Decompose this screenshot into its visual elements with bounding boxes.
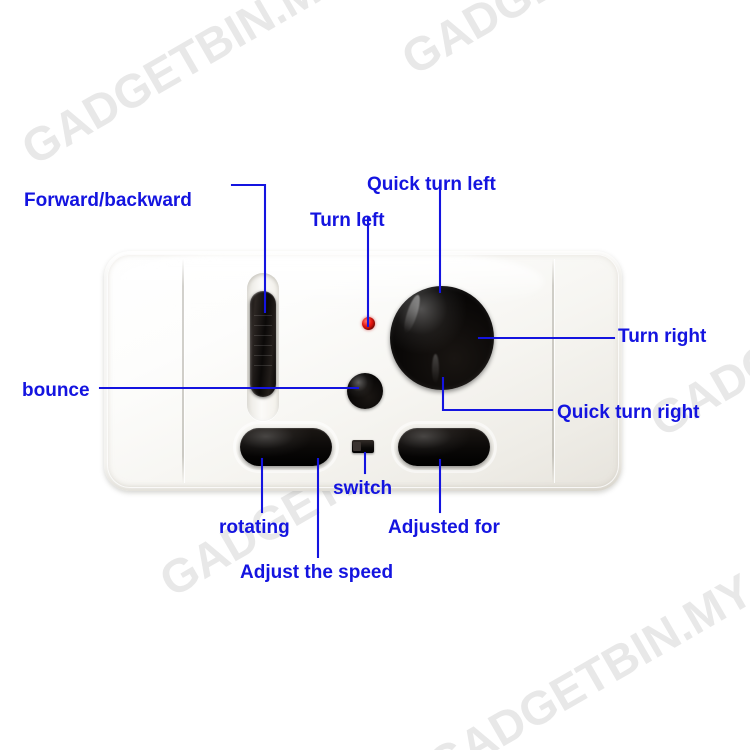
red-led-indicator	[362, 317, 375, 330]
label-quick-turn-left: Quick turn left	[367, 174, 496, 195]
label-switch: switch	[333, 478, 393, 499]
watermark-text: GADGETBIN.MY	[418, 563, 750, 750]
body-seam-right	[552, 259, 554, 483]
watermark-text: GADGETBIN.MY	[392, 0, 736, 86]
right-pill-button[interactable]	[398, 428, 490, 466]
body-highlight	[114, 255, 544, 309]
left-pill-button[interactable]	[240, 428, 332, 466]
slide-switch[interactable]	[352, 440, 374, 453]
label-turn-right: Turn right	[618, 326, 707, 347]
large-round-button[interactable]	[390, 286, 494, 390]
label-forward-backward: Forward/backward	[24, 190, 192, 211]
vertical-slider-knob[interactable]	[250, 291, 276, 397]
button-glare	[432, 354, 439, 384]
watermark-text: GADGETBIN.MY	[12, 0, 356, 175]
label-bounce: bounce	[22, 380, 90, 401]
switch-nub	[353, 442, 361, 451]
body-seam-left	[182, 259, 184, 483]
button-glare	[401, 293, 423, 335]
label-adjust-the-speed: Adjust the speed	[240, 562, 394, 583]
pill-bezel	[236, 424, 336, 470]
remote-control-body	[104, 251, 622, 491]
pill-bezel	[394, 424, 494, 470]
label-adjusted-for: Adjusted for	[388, 517, 500, 538]
small-round-button[interactable]	[347, 373, 383, 409]
label-rotating: rotating	[219, 517, 290, 538]
label-turn-left: Turn left	[310, 210, 385, 231]
label-quick-turn-right: Quick turn right	[557, 402, 700, 423]
